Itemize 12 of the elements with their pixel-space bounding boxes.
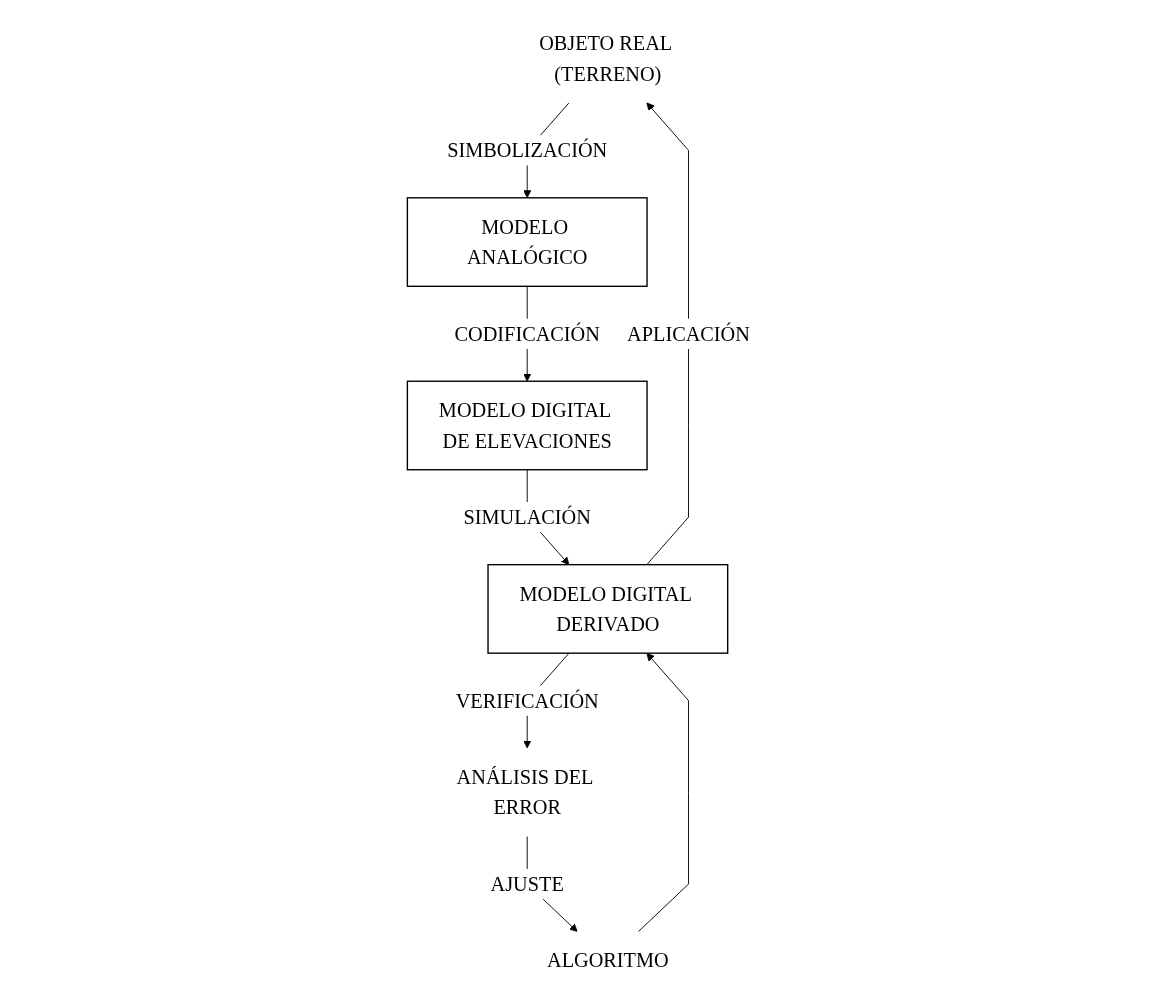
edge-label: VERIFICACIÓN [455,688,599,712]
edge-label: APLICACIÓN [626,321,750,345]
edge-label: CODIFICACIÓN [454,321,600,345]
edge-label: SIMBOLIZACIÓN [447,138,608,162]
node-text: ANÁLISIS DEL ERROR [456,765,593,819]
node-box: MODELO DIGITAL DE ELEVACIONES [406,380,648,470]
node-box: MODELO DIGITAL DERIVADO [487,563,729,654]
edge-label: SIMULACIÓN [463,505,591,529]
node-box: MODELO ANALÓGICO [406,196,648,287]
node-text: ALGORITMO [546,948,669,972]
edge-label: AJUSTE [490,872,564,896]
node-text: OBJETO REAL (TERRENO) [538,31,672,85]
